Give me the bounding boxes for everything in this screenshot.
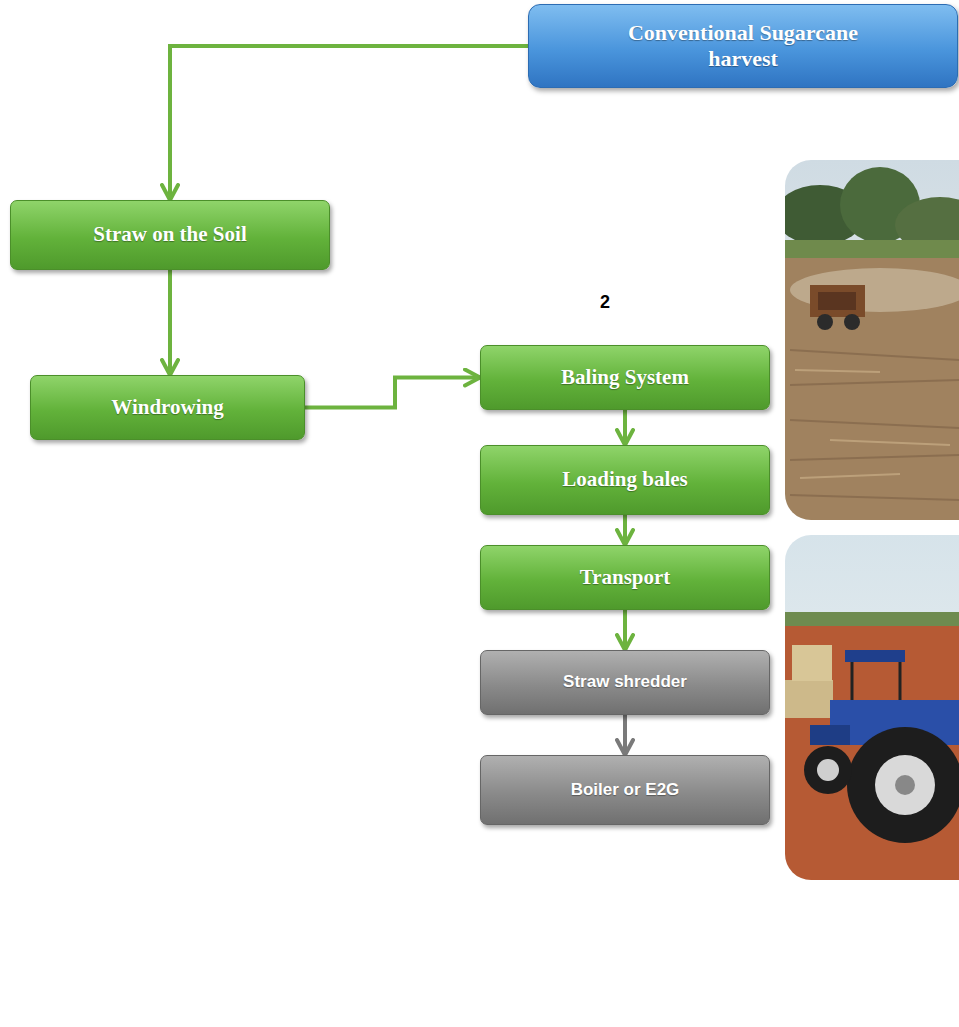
- horizon-trees: [785, 612, 959, 626]
- photo-detail: [790, 420, 959, 428]
- wheel-center: [895, 775, 915, 795]
- bale-loading-photo: [785, 535, 959, 880]
- photo-detail: [790, 455, 959, 460]
- callout-number: 2: [600, 292, 610, 313]
- pasture: [785, 240, 959, 260]
- tractor-front: [810, 725, 850, 745]
- photo-detail: [795, 370, 880, 372]
- tractor-roof: [845, 650, 905, 662]
- box-text: Windrowing: [111, 395, 223, 420]
- tractor-cab-post: [899, 662, 902, 705]
- photo-detail: [790, 380, 959, 385]
- box-text: Loading bales: [562, 467, 687, 492]
- wheel-hub: [817, 759, 839, 781]
- straw-bale: [792, 645, 832, 681]
- photo-detail: [790, 495, 959, 500]
- flow-arrow: [623, 715, 627, 755]
- wheel: [817, 314, 833, 330]
- industrial-step-box: Straw shredder: [480, 650, 770, 715]
- flow-arrow: [623, 610, 627, 650]
- photo-detail: [790, 350, 959, 360]
- process-box: Baling System: [480, 345, 770, 410]
- red-soil: [785, 626, 959, 880]
- sky: [785, 535, 959, 880]
- wheel-hub: [875, 755, 935, 815]
- process-box: Straw on the Soil: [10, 200, 330, 270]
- box-text: Conventional Sugarcane harvest: [593, 20, 893, 73]
- process-box: Loading bales: [480, 445, 770, 515]
- box-text: Straw on the Soil: [93, 222, 246, 247]
- photo-detail: [800, 474, 900, 478]
- straw-field: [785, 258, 959, 520]
- field-baling-photo: [785, 160, 959, 520]
- straw-bale: [785, 680, 833, 718]
- start-box: Conventional Sugarcane harvest: [528, 4, 958, 88]
- process-box: Windrowing: [30, 375, 305, 440]
- photo-detail: [830, 440, 950, 445]
- box-text: Baling System: [561, 365, 689, 390]
- wheel: [844, 314, 860, 330]
- flow-arrow: [623, 410, 627, 445]
- straw-texture: [795, 370, 950, 478]
- box-text: Transport: [580, 565, 671, 590]
- process-box: Transport: [480, 545, 770, 610]
- tractor-cab-post: [851, 662, 854, 705]
- flow-arrow: [170, 46, 528, 200]
- flow-arrow: [623, 515, 627, 545]
- tractor-wheel: [847, 727, 959, 843]
- box-text: Boiler or E2G: [571, 780, 680, 800]
- tractor-wheel: [804, 746, 852, 794]
- straw-texture: [790, 350, 959, 500]
- baler-chamber: [818, 292, 856, 310]
- flow-arrow: [305, 378, 480, 408]
- industrial-step-box: Boiler or E2G: [480, 755, 770, 825]
- flow-arrow: [168, 270, 172, 375]
- box-text: Straw shredder: [563, 672, 687, 692]
- baler: [810, 285, 865, 317]
